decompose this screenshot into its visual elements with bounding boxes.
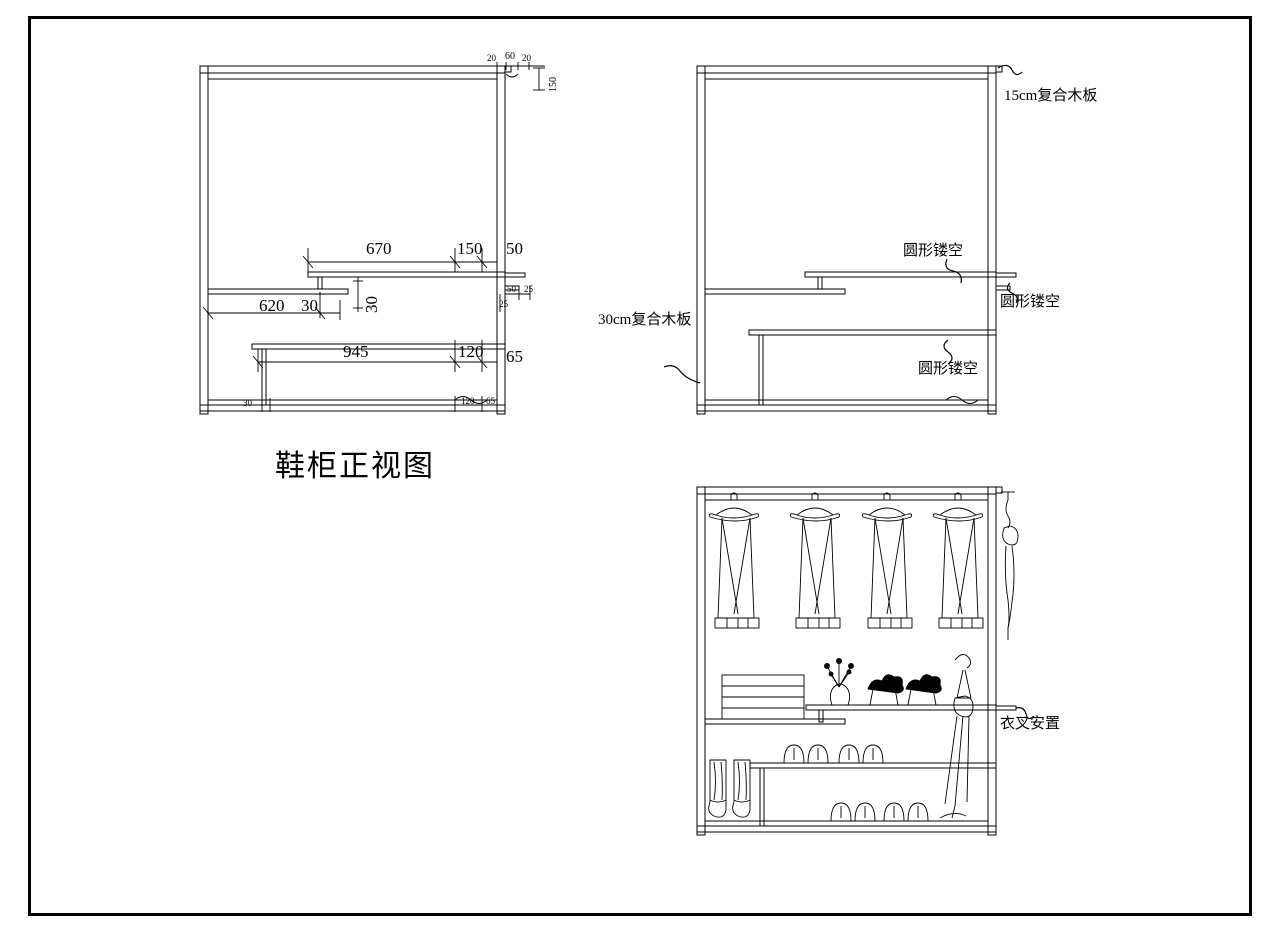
- shoes-upper: [783, 744, 884, 764]
- side-view-leaders: [663, 64, 1023, 384]
- garment-2: [789, 492, 841, 629]
- dim-top-middle-60: 60: [505, 51, 515, 62]
- potted-plant-1: [867, 674, 904, 706]
- dim-65: 65: [506, 347, 523, 366]
- note-board-15cm: 15cm复合木板: [1004, 88, 1098, 104]
- boot-pair-2: [732, 759, 751, 818]
- front-view-dim-bottom-right: [454, 396, 498, 412]
- front-view-dim-945: [252, 340, 498, 372]
- dim-30-vertical: 30: [362, 296, 381, 313]
- dim-150: 150: [457, 239, 483, 258]
- illustration-frame: [696, 486, 1017, 836]
- note-hollow-2: 圆形镂空: [1000, 294, 1061, 310]
- dim-120: 120: [458, 342, 484, 361]
- sheet-border: [28, 16, 1252, 916]
- boot-pair-1: [708, 759, 727, 818]
- note-board-30cm: 30cm复合木板: [598, 312, 692, 328]
- umbrella-hanging: [1001, 491, 1019, 640]
- note-hollow-1: 圆形镂空: [903, 243, 964, 259]
- leader-30cm: [663, 365, 701, 384]
- dim-detail-25a: 25: [524, 284, 533, 294]
- leader-15cm: [997, 64, 1023, 76]
- dim-detail-50: 50: [507, 284, 516, 294]
- front-view-title: 鞋柜正视图: [275, 450, 435, 483]
- dim-bottom-120: 120: [461, 396, 475, 406]
- front-view-geometry: [199, 65, 526, 415]
- dim-top-left-20: 20: [487, 53, 496, 63]
- note-clothes-fork: 衣叉安置: [1000, 716, 1061, 732]
- dim-30-bottom: 30: [243, 398, 252, 408]
- dim-620: 620: [259, 296, 285, 315]
- garment-4: [932, 492, 984, 629]
- clothes-fork-leader: [1015, 707, 1035, 720]
- note-hollow-3: 圆形镂空: [918, 361, 979, 377]
- leader-hollow-1: [945, 258, 962, 284]
- hanging-garments: [708, 492, 984, 629]
- garment-3: [861, 492, 913, 629]
- front-view-dim-620: [202, 292, 341, 320]
- dim-top-vertical-150: 150: [548, 77, 559, 92]
- dim-top-right-20: 20: [522, 53, 531, 63]
- dim-bottom-65: 65: [486, 396, 495, 406]
- dim-50-right: 50: [506, 239, 523, 258]
- book-stack: [721, 674, 805, 720]
- leader-hollow-3: [943, 339, 953, 365]
- umbrella-leaning: [939, 654, 974, 819]
- boots: [708, 759, 751, 818]
- front-view-top-dims: [496, 62, 545, 91]
- front-view-dim-670: [302, 248, 498, 272]
- side-view-geometry: [696, 65, 1017, 415]
- dim-670: 670: [366, 239, 392, 258]
- shoes-lower: [830, 802, 929, 822]
- flower-vase: [824, 658, 854, 706]
- dim-945: 945: [343, 342, 369, 361]
- garment-1: [708, 492, 760, 629]
- potted-plant-2: [905, 674, 942, 706]
- front-view-dim-30v: [353, 277, 363, 312]
- dim-30-offset: 30: [301, 296, 318, 315]
- leader-hollow-2: [1006, 282, 1018, 304]
- front-view-right-detail-dims: [499, 286, 531, 312]
- front-view-dim-30-bottom: [261, 398, 271, 412]
- dim-detail-25b: 25: [499, 299, 508, 309]
